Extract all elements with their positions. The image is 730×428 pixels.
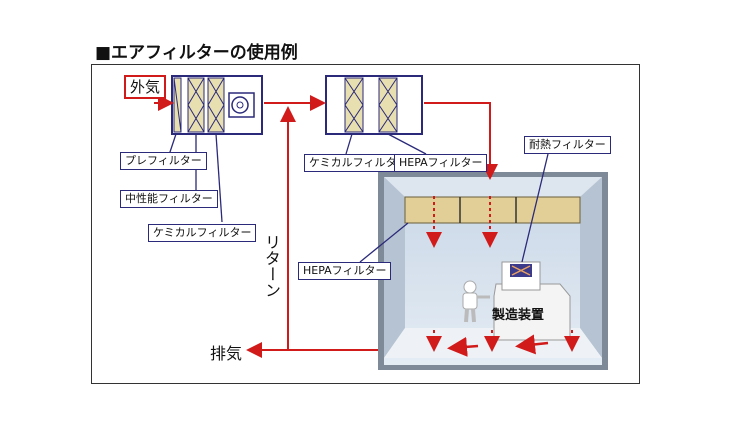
equipment-label: 製造装置 [492, 308, 545, 323]
hepa-filter-label-top: HEPAフィルター [394, 154, 488, 172]
chemical-filter-label-2: ケミカルフィルター [304, 154, 413, 172]
chemical-filter-element-2 [344, 77, 364, 133]
pre-filter-label: プレフィルター [120, 152, 207, 170]
clean-room [378, 172, 608, 370]
medium-filter-label: 中性能フィルター [120, 190, 218, 208]
downflow-arrows [426, 196, 580, 352]
chemical-filter-element [207, 77, 225, 133]
hepa-filter-label-room: HEPAフィルター [298, 262, 392, 280]
heat-resistant-filter-label: 耐熱フィルター [524, 136, 611, 154]
floor-return-arrows [447, 334, 549, 357]
air-handler-unit-1 [171, 75, 263, 135]
outside-air-label: 外気 [124, 75, 167, 99]
manufacturing-equipment [493, 261, 571, 341]
supply-arrow [424, 102, 498, 180]
medium-filter-element [187, 77, 205, 133]
fan-icon [228, 92, 255, 118]
diagram-frame [91, 64, 640, 384]
page-title: ■エアフィルターの使用例 [95, 43, 298, 63]
chemical-filter-label-1: ケミカルフィルター [148, 224, 257, 242]
ceiling-hepa-filter [404, 196, 581, 224]
worker-figure [462, 280, 490, 323]
hepa-filter-element [378, 77, 398, 133]
return-line [280, 106, 378, 351]
exhaust-label: 排気 [210, 344, 243, 363]
air-handler-unit-2 [325, 75, 423, 135]
return-label: リターン [262, 234, 281, 298]
air-flow [154, 95, 498, 358]
